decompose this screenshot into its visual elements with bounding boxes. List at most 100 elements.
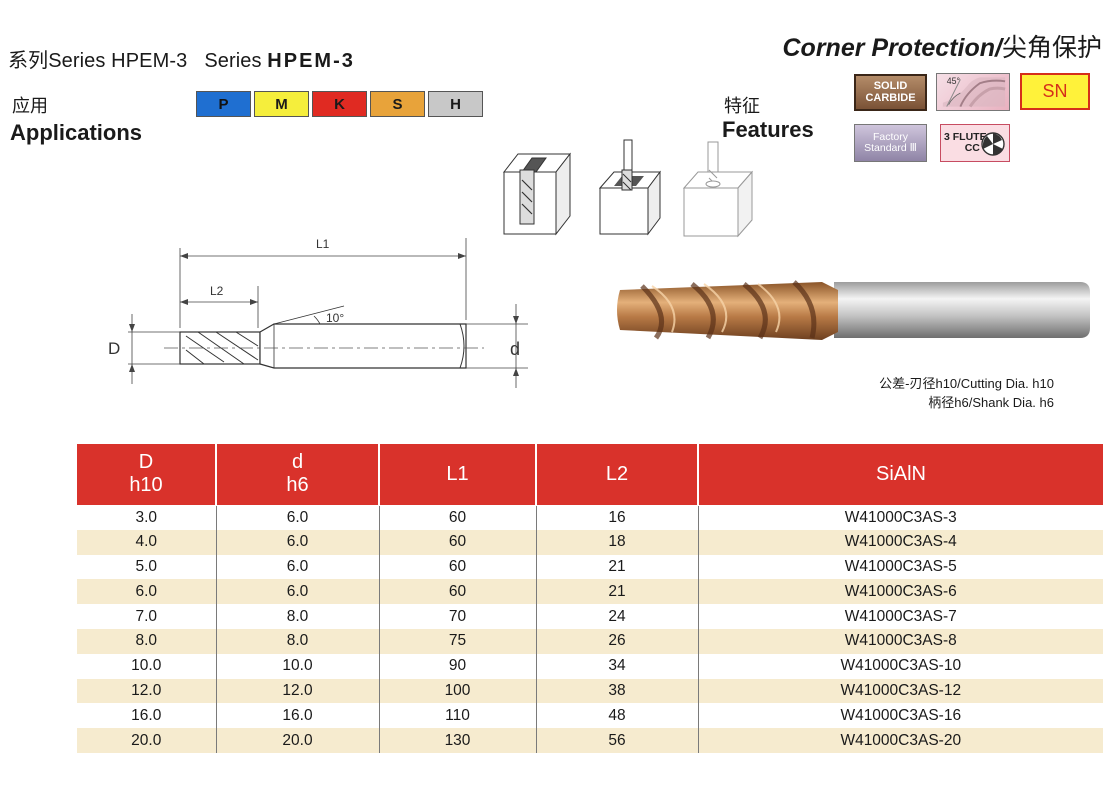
header-line2: h6	[286, 474, 309, 497]
table-cell-sialn: W41000C3AS-10	[698, 653, 1103, 679]
table-cell-l2: 16	[536, 504, 699, 530]
angle-label: 45°	[947, 76, 960, 86]
table-cell-l1: 60	[379, 554, 537, 580]
series-title: 系列Series HPEM-3 Series HPEM-3	[8, 44, 355, 73]
header-line1: D	[138, 451, 154, 474]
helix-angle-icon: 45°	[942, 76, 1006, 108]
table-cell-d-h10: 6.0	[77, 579, 217, 605]
table-cell-l2: 21	[536, 579, 699, 605]
table-cell-l2: 48	[536, 703, 699, 729]
material-s: S	[370, 91, 425, 117]
features-en: Features	[722, 117, 814, 142]
series-en-2: Series	[204, 50, 262, 72]
table-cell-l2: 18	[536, 529, 699, 555]
l1-label: L1	[316, 237, 330, 251]
table-cell-l2: 56	[536, 728, 699, 753]
end-mill-photo	[617, 280, 1090, 340]
table-cell-d-h6: 6.0	[216, 504, 380, 530]
solid-label: SOLID	[873, 79, 908, 92]
series-code: HPEM-3	[267, 50, 355, 72]
angle-10-label: 10°	[326, 311, 344, 325]
sn-coating-badge: SN	[1020, 73, 1090, 110]
table-cell-sialn: W41000C3AS-3	[698, 504, 1103, 530]
table-cell-l1: 110	[379, 703, 537, 729]
header-l1: L1	[379, 444, 537, 505]
table-cell-d-h6: 20.0	[216, 728, 380, 753]
plunging-icon	[682, 141, 754, 238]
table-cell-sialn: W41000C3AS-5	[698, 554, 1103, 580]
material-k: K	[312, 91, 367, 117]
technical-drawing: L1 L2 10° D d	[108, 237, 528, 388]
applications-en: Applications	[10, 120, 143, 145]
table-cell-l1: 130	[379, 728, 537, 753]
table-cell-d-h6: 6.0	[216, 529, 380, 555]
header-sialn: SiAlN	[698, 444, 1103, 505]
table-cell-l2: 34	[536, 653, 699, 679]
table-cell-d-h10: 4.0	[77, 529, 217, 555]
table-cell-d-h10: 16.0	[77, 703, 217, 729]
table-cell-d-h10: 20.0	[77, 728, 217, 753]
header-line1: L2	[605, 462, 629, 485]
table-cell-d-h10: 8.0	[77, 628, 217, 654]
table-cell-l1: 60	[379, 504, 537, 530]
corner-en: Corner Protection/	[782, 34, 1002, 62]
table-cell-d-h6: 16.0	[216, 703, 380, 729]
table-cell-sialn: W41000C3AS-4	[698, 529, 1103, 555]
features-cn: 特征	[724, 96, 760, 116]
applications-cn: 应用	[12, 96, 48, 116]
series-en: Series HPEM-3	[48, 50, 188, 72]
flute-label: 3 FLUTE	[944, 130, 987, 143]
header-line1: SiAlN	[875, 462, 926, 485]
standard-label: Standard Ⅲ	[864, 142, 917, 154]
table-cell-sialn: W41000C3AS-16	[698, 703, 1103, 729]
material-m: M	[254, 91, 309, 117]
corner-protection-title: Corner Protection/尖角保护	[783, 28, 1103, 64]
table-cell-d-h10: 5.0	[77, 554, 217, 580]
cc-label: CC	[964, 142, 980, 154]
table-cell-l1: 60	[379, 529, 537, 555]
table-cell-l2: 38	[536, 678, 699, 704]
l2-label: L2	[210, 284, 224, 298]
table-cell-l2: 24	[536, 604, 699, 629]
table-cell-l1: 60	[379, 579, 537, 605]
table-cell-sialn: W41000C3AS-6	[698, 579, 1103, 605]
table-cell-l2: 21	[536, 554, 699, 580]
table-cell-d-h10: 12.0	[77, 678, 217, 704]
corner-cn: 尖角保护	[1001, 34, 1102, 62]
shank-dia-tolerance: 柄径h6/Shank Dia. h6	[928, 395, 1054, 410]
table-cell-d-h10: 7.0	[77, 604, 217, 629]
header-line2: h10	[129, 474, 163, 497]
pocketing-icon	[598, 139, 661, 236]
material-p: P	[196, 91, 251, 117]
table-cell-sialn: W41000C3AS-7	[698, 604, 1103, 629]
slotting-icon	[502, 152, 572, 236]
table-cell-d-h6: 6.0	[216, 579, 380, 605]
material-h: H	[428, 91, 483, 117]
flute-cross-section-icon	[981, 132, 1005, 156]
table-cell-d-h6: 8.0	[216, 628, 380, 654]
d-label: d	[510, 339, 520, 359]
table-cell-d-h10: 3.0	[77, 504, 217, 530]
table-cell-l1: 90	[379, 653, 537, 679]
table-cell-sialn: W41000C3AS-20	[698, 728, 1103, 753]
header-line1: d	[291, 451, 304, 474]
D-label: D	[108, 339, 120, 358]
table-cell-l2: 26	[536, 628, 699, 654]
